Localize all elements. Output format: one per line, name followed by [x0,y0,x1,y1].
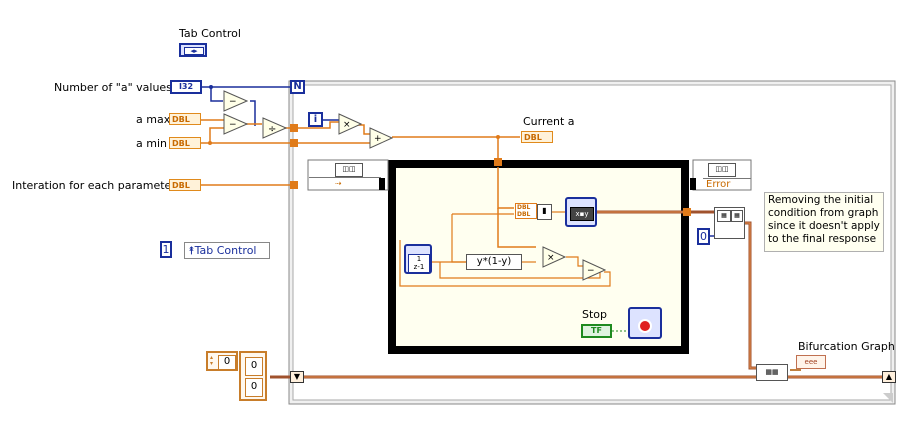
svg-text:+: + [374,134,382,144]
tab-control-label: Tab Control [179,27,241,40]
divide-node[interactable]: ÷ [262,117,287,139]
array-element-1[interactable]: 0 [245,378,263,397]
subtract-node-2[interactable]: − [223,113,248,135]
bundle-icon: ▮ [537,204,552,220]
svg-text:−: − [587,266,595,276]
loop-condition-terminal[interactable] [628,307,662,339]
add-node[interactable]: + [369,127,393,149]
z-bottom: z-1 [413,263,425,271]
z-top: 1 [416,255,422,263]
num-a-values-terminal[interactable]: I32 [170,80,202,94]
inner-multiply-node[interactable]: × [542,246,566,268]
bifurcation-graph-terminal: eee [796,355,826,369]
loop-index-terminal: i [308,112,323,127]
delete-index-constant[interactable]: 0 [697,228,710,245]
multiply-node[interactable]: × [338,113,362,135]
a-max-label: a max [136,113,171,126]
tab-prop-label: Tab Control [194,244,257,257]
svg-text:÷: ÷ [268,124,276,135]
subtract-node-outline: − [223,90,248,112]
tunnel-current-a [494,158,502,166]
array-icon: ▦ [717,210,731,222]
current-a-label: Current a [523,115,575,128]
array-constant[interactable]: 0 0 [239,351,267,401]
svg-text:−: − [229,120,237,130]
arrow-icon: ⯭ [188,244,195,257]
tunnel-xy-data [683,208,691,216]
svg-text:×: × [547,253,555,263]
bifurcation-label: Bifurcation Graph [798,340,895,353]
loop-count-terminal[interactable]: N [290,80,305,94]
stop-terminal[interactable]: TF [581,324,612,338]
sequence-icon: ◫◫ [335,163,363,177]
svg-text:−: − [229,97,237,107]
a-min-label: a min [136,137,167,150]
delete-from-array-node[interactable]: ▦ ▦ [714,207,745,239]
build-array-node[interactable]: ▦▦ [756,364,788,381]
tunnel-amin [290,139,298,147]
build-xy-graph-node[interactable]: x▪y [565,197,597,227]
tunnel-iterations [290,181,298,189]
comment-box: Removing the initial condition from grap… [764,192,884,252]
xy-icon: x▪y [570,207,594,221]
iterations-label: Interation for each parameter [12,179,176,192]
iterations-terminal[interactable]: DBL [169,179,201,191]
scroll-bar-right[interactable] [690,178,696,190]
inner-subtract-node[interactable]: − [582,259,606,281]
array-index-value[interactable]: 0 [218,355,236,370]
stop-sign-icon [638,319,652,333]
current-a-indicator: DBL [521,131,553,143]
scroll-bar-left[interactable] [379,178,385,190]
index-arrows-icon: ▴▾ [210,354,214,367]
tab-constant[interactable]: 1 [160,241,172,258]
enum-arrows-icon: ◂▸ [184,47,204,55]
array-icon-2: ▦ [731,210,743,222]
num-a-values-label: Number of "a" values [54,81,172,94]
tab-control-terminal[interactable]: ◂▸ [179,43,207,57]
array-index-display: ▴▾ 0 [206,351,238,371]
shift-register-left[interactable]: ▼ [290,371,304,383]
tab-control-property-node[interactable]: ⯭Tab Control [184,242,270,259]
expression-node[interactable]: y*(1-y) [466,254,522,270]
error-tab[interactable]: Error [703,178,751,191]
a-max-terminal[interactable]: DBL [169,113,201,125]
tunnel-amax [290,124,298,132]
shift-register-right[interactable]: ▲ [882,371,896,383]
svg-text:×: × [343,120,351,130]
array-element-0[interactable]: 0 [245,357,263,376]
a-min-terminal[interactable]: DBL [169,137,201,149]
stop-label: Stop [582,308,608,321]
bif-terminal-text: eee [804,358,818,366]
sequence-icon-right: ◫◫ [708,163,736,177]
error-in-terminal: ⇢ [309,177,381,191]
